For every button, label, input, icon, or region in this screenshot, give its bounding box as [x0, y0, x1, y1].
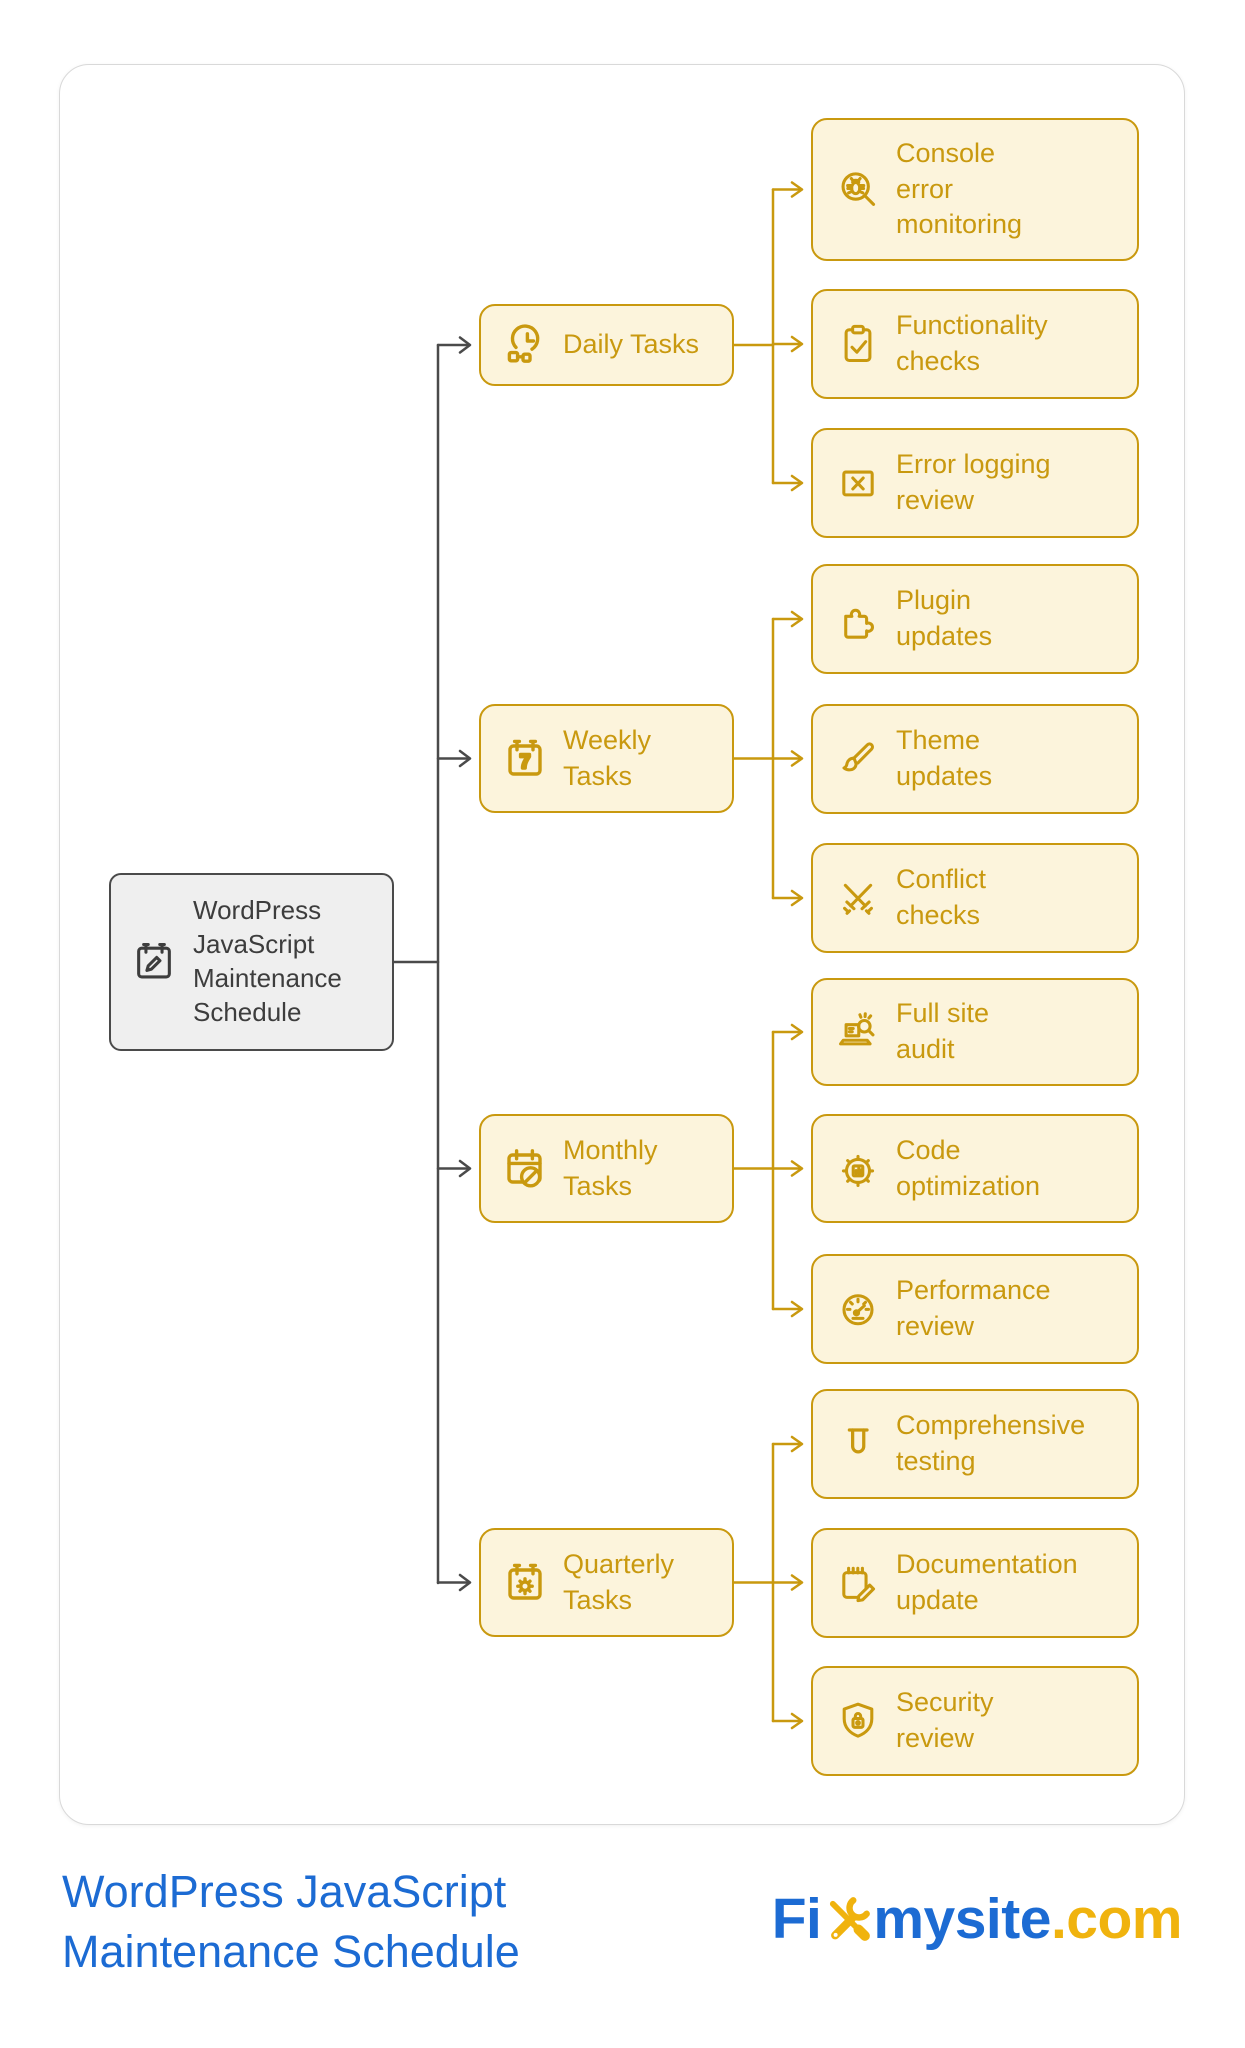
branch-weekly-tasks: 7 Weekly Tasks: [479, 704, 734, 813]
shield-lock-icon: [842, 1702, 874, 1738]
wrench-screwdriver-x-icon: [830, 1897, 871, 1941]
leaf-label: Plugin updates: [896, 585, 993, 651]
leaf-conflict-checks: Conflict checks: [811, 843, 1139, 953]
leaf-plugin-updates: Plugin updates: [811, 564, 1139, 674]
leaf-functionality-checks: Functionality checks: [811, 289, 1139, 399]
clipboard-check-icon: [844, 324, 872, 363]
leaf-label: Security review: [896, 1687, 994, 1753]
test-tube-icon: [847, 1428, 869, 1454]
branch-monthly-tasks: Monthly Tasks: [479, 1114, 734, 1223]
leaf-label: Functionality checks: [896, 310, 1048, 376]
leaf-security-review: Security review: [811, 1666, 1139, 1776]
branch-label: Monthly Tasks: [563, 1134, 658, 1201]
clock-icon: [507, 324, 540, 363]
branch-label: Daily Tasks: [563, 329, 700, 360]
leaf-label: Full site audit: [896, 998, 990, 1064]
logo-text-fi: Fi: [771, 1887, 822, 1951]
leaf-comprehensive-testing: Comprehensive testing: [811, 1389, 1139, 1499]
root-label: WordPress JavaScript Maintenance Schedul…: [193, 895, 342, 1027]
leaf-label: Code optimization: [896, 1134, 1041, 1201]
leaf-label: Documentation update: [896, 1549, 1078, 1615]
fixmysite-logo: Fi mysite .com: [771, 1886, 1183, 1952]
svg-text:7: 7: [520, 751, 531, 772]
page-title: WordPress JavaScript Maintenance Schedul…: [62, 1866, 520, 1978]
branch-quarterly-tasks: Quarterly Tasks: [479, 1528, 734, 1637]
laptop-search-icon: [839, 1012, 875, 1046]
root-node: WordPress JavaScript Maintenance Schedul…: [109, 873, 394, 1051]
branch-daily-tasks: Daily Tasks: [479, 304, 734, 386]
leaf-label: Performance review: [896, 1275, 1051, 1341]
paintbrush-icon: [842, 742, 874, 772]
leaf-label: Error logging review: [896, 449, 1051, 515]
notepad-pencil-icon: [842, 1566, 876, 1603]
leaf-label: Theme updates: [896, 725, 993, 791]
leaf-console-error-monitoring: Console error monitoring: [811, 118, 1139, 261]
leaf-performance-review: Performance review: [811, 1254, 1139, 1364]
branch-label: Weekly Tasks: [563, 724, 652, 791]
gauge-icon: [842, 1294, 874, 1326]
calendar-blocked-icon: [507, 1148, 542, 1187]
x-square-icon: [842, 470, 874, 497]
gear-chart-icon: [841, 1154, 875, 1187]
leaf-documentation-update: Documentation update: [811, 1528, 1139, 1638]
leaf-label: Comprehensive testing: [896, 1410, 1086, 1476]
bug-search-icon: [841, 171, 876, 206]
leaf-error-logging-review: Error logging review: [811, 428, 1139, 538]
calendar-gear-icon: [508, 1563, 542, 1600]
logo-text-mysite: mysite: [873, 1887, 1051, 1951]
calendar-edit-icon: [137, 943, 171, 979]
calendar-week-icon: 7: [508, 739, 542, 776]
leaf-theme-updates: Theme updates: [811, 704, 1139, 814]
crossed-swords-icon: [843, 883, 873, 915]
connector-lines: [392, 181, 804, 1730]
logo-text-com: .com: [1050, 1887, 1183, 1951]
puzzle-icon: [844, 608, 874, 639]
leaf-label: Console error monitoring: [896, 137, 1023, 240]
branch-label: Quarterly Tasks: [563, 1548, 675, 1615]
leaf-label: Conflict checks: [896, 864, 987, 930]
leaf-code-optimization: Code optimization: [811, 1114, 1139, 1223]
diagram-card: WordPress JavaScript Maintenance Schedul…: [59, 64, 1185, 1825]
leaf-full-site-audit: Full site audit: [811, 978, 1139, 1086]
